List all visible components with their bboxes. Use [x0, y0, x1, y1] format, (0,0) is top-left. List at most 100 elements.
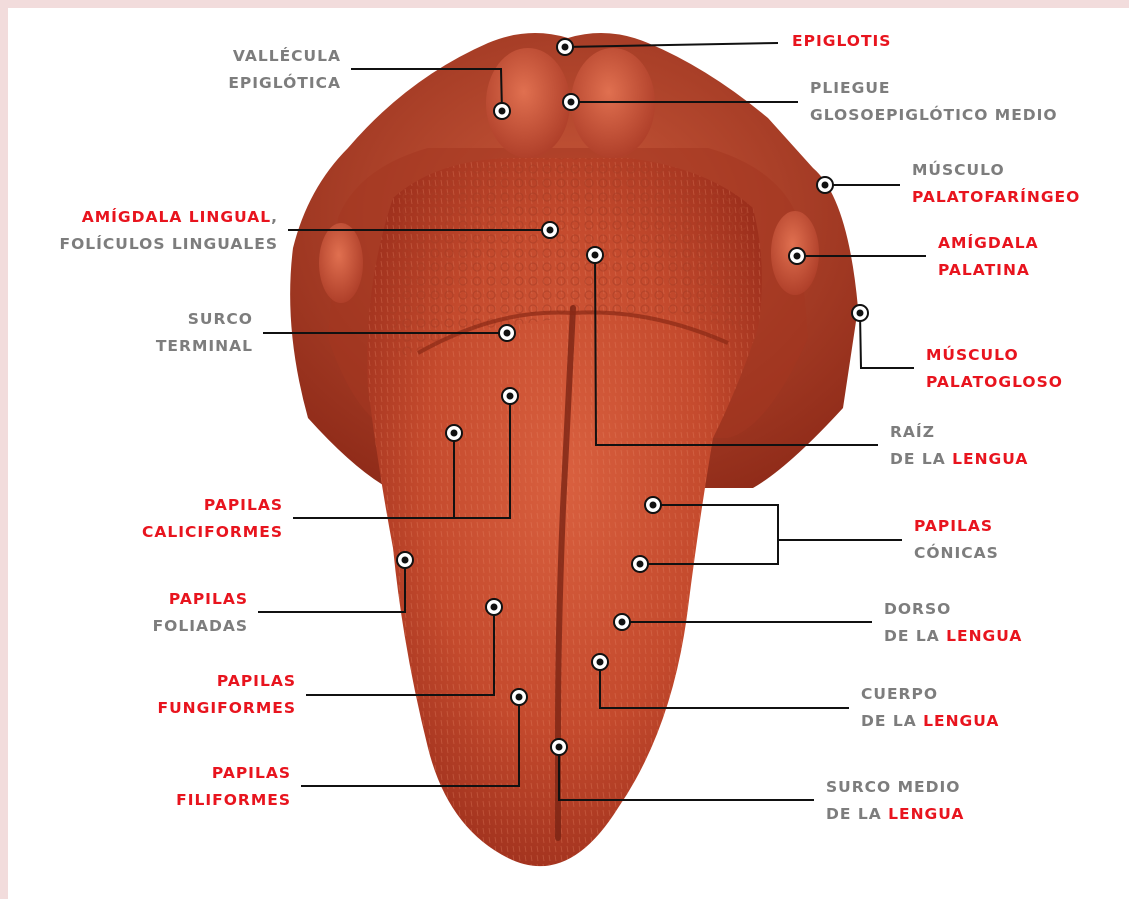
label-text: PAPILAS: [169, 590, 248, 608]
label-text: FUNGIFORMES: [157, 699, 296, 717]
label-line: AMÍGDALA LINGUAL,: [59, 204, 278, 231]
surco-medio-label: SURCO MEDIO DE LA LENGUA: [826, 774, 964, 828]
label-text: PALATOGLOSO: [926, 373, 1063, 391]
epiglotis-marker-dot: [562, 44, 569, 51]
amigdala-lingual-label: AMÍGDALA LINGUAL, FOLÍCULOS LINGUALES: [59, 204, 278, 258]
label-text: PALATOFARÍNGEO: [912, 188, 1080, 206]
label-text: EPIGLÓTICA: [228, 74, 341, 92]
amigdala-palatina-label: AMÍGDALA PALATINA: [938, 230, 1039, 284]
label-line: CUERPO: [861, 681, 999, 708]
surco-medio-marker-dot: [556, 744, 563, 751]
label-line: MÚSCULO: [912, 157, 1080, 184]
label-line: PAPILAS: [157, 668, 296, 695]
papilas-foliadas-leader-line: [258, 560, 405, 612]
papilas-filiformes-marker-dot: [516, 694, 523, 701]
papilas-fungiformes-label: PAPILAS FUNGIFORMES: [157, 668, 296, 722]
label-text: TERMINAL: [156, 337, 253, 355]
label-line: FOLÍCULOS LINGUALES: [59, 231, 278, 258]
papilas-foliadas-marker-dot: [402, 557, 409, 564]
label-text: CALICIFORMES: [142, 523, 283, 541]
label-text: LENGUA: [946, 627, 1022, 645]
label-line: FILIFORMES: [176, 787, 291, 814]
valecula-marker-dot: [499, 108, 506, 115]
label-text: EPIGLOTIS: [792, 32, 891, 50]
surco-terminal-marker-dot: [504, 330, 511, 337]
papilas-filiformes-label: PAPILAS FILIFORMES: [176, 760, 291, 814]
label-text: SURCO MEDIO: [826, 778, 960, 796]
label-text: FOLÍCULOS LINGUALES: [59, 235, 278, 253]
cuerpo-lengua-label: CUERPO DE LA LENGUA: [861, 681, 999, 735]
musculo-palatogloso-label: MÚSCULO PALATOGLOSO: [926, 342, 1063, 396]
label-text: SURCO: [188, 310, 253, 328]
label-line: CALICIFORMES: [142, 519, 283, 546]
label-line: PALATINA: [938, 257, 1039, 284]
papilas-conicas-marker-dot: [650, 502, 657, 509]
label-line: MÚSCULO: [926, 342, 1063, 369]
label-text: PAPILAS: [204, 496, 283, 514]
label-line: EPIGLÓTICA: [228, 70, 341, 97]
label-line: FUNGIFORMES: [157, 695, 296, 722]
label-line: DE LA LENGUA: [826, 801, 964, 828]
amigdala-lingual-marker-dot: [547, 227, 554, 234]
label-text: CUERPO: [861, 685, 938, 703]
label-text: MÚSCULO: [912, 161, 1005, 179]
label-text: PAPILAS: [212, 764, 291, 782]
label-line: PAPILAS: [914, 513, 999, 540]
palatine-tonsil-left: [319, 223, 363, 303]
label-text: LENGUA: [923, 712, 999, 730]
label-line: DE LA LENGUA: [861, 708, 999, 735]
label-line: PAPILAS: [153, 586, 248, 613]
amigdala-palatina-marker-dot: [794, 253, 801, 260]
label-line: PAPILAS: [142, 492, 283, 519]
papilas-conicas-label: PAPILAS CÓNICAS: [914, 513, 999, 567]
label-text: DE LA: [826, 805, 888, 823]
caliciformes2-marker-dot: [451, 430, 458, 437]
musculo-palatofaringeo-marker-dot: [822, 182, 829, 189]
label-line: FOLIADAS: [153, 613, 248, 640]
label-line: DORSO: [884, 596, 1022, 623]
dorso-lengua-marker-dot: [619, 619, 626, 626]
label-line: TERMINAL: [156, 333, 253, 360]
label-text: LENGUA: [952, 450, 1028, 468]
label-line: DE LA LENGUA: [890, 446, 1028, 473]
pliegue-marker-dot: [568, 99, 575, 106]
musculo-palatogloso-marker-dot: [857, 310, 864, 317]
label-line: CÓNICAS: [914, 540, 999, 567]
label-text: PAPILAS: [914, 517, 993, 535]
papilas-foliadas-label: PAPILAS FOLIADAS: [153, 586, 248, 640]
valecula-label: VALLÉCULA EPIGLÓTICA: [228, 43, 341, 97]
label-text: LENGUA: [888, 805, 964, 823]
label-text: DE LA: [861, 712, 923, 730]
tongue-illustration: [290, 33, 858, 866]
label-text: CÓNICAS: [914, 544, 999, 562]
label-line: SURCO MEDIO: [826, 774, 964, 801]
label-line: PALATOFARÍNGEO: [912, 184, 1080, 211]
label-text: VALLÉCULA: [233, 47, 341, 65]
label-text: ,: [271, 208, 278, 226]
label-text: DE LA: [884, 627, 946, 645]
label-text: DE LA: [890, 450, 952, 468]
label-line: RAÍZ: [890, 419, 1028, 446]
cuerpo-lengua-marker-dot: [597, 659, 604, 666]
label-line: PAPILAS: [176, 760, 291, 787]
label-line: EPIGLOTIS: [792, 28, 891, 55]
surco-terminal-label: SURCO TERMINAL: [156, 306, 253, 360]
label-line: SURCO: [156, 306, 253, 333]
label-line: AMÍGDALA: [938, 230, 1039, 257]
label-text: AMÍGDALA LINGUAL: [82, 208, 271, 226]
label-text: GLOSOEPIGLÓTICO MEDIO: [810, 106, 1058, 124]
papilas-fungiformes-marker-dot: [491, 604, 498, 611]
label-text: PAPILAS: [217, 672, 296, 690]
label-text: FILIFORMES: [176, 791, 291, 809]
musculo-palatofaringeo-label: MÚSCULO PALATOFARÍNGEO: [912, 157, 1080, 211]
label-text: AMÍGDALA: [938, 234, 1039, 252]
label-line: GLOSOEPIGLÓTICO MEDIO: [810, 102, 1058, 129]
label-text: PALATINA: [938, 261, 1030, 279]
label-text: RAÍZ: [890, 423, 935, 441]
papilas-caliciformes-label: PAPILAS CALICIFORMES: [142, 492, 283, 546]
label-line: DE LA LENGUA: [884, 623, 1022, 650]
label-line: PALATOGLOSO: [926, 369, 1063, 396]
